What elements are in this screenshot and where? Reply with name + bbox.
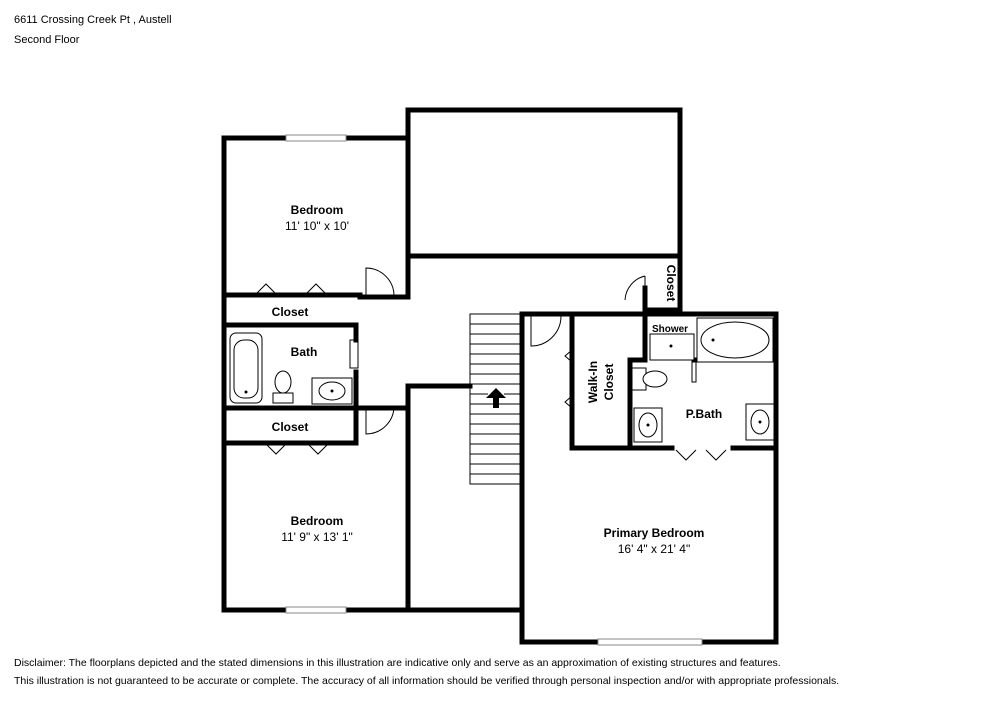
bedroom-bottom-label: Bedroom (291, 514, 344, 528)
bedroom-top-label: Bedroom (291, 203, 344, 217)
windows (285, 134, 703, 646)
closet-mid-label: Closet (272, 420, 309, 434)
doors (255, 267, 727, 461)
floor-plan: Bedroom 11' 10" x 10' Closet Bath Closet… (221, 107, 779, 646)
disclaimer-line-2: This illustration is not guaranteed to b… (14, 675, 840, 687)
walls (221, 107, 779, 645)
primary-bedroom-dimensions: 16' 4" x 21' 4" (618, 542, 690, 556)
disclaimer-line-1: Disclaimer: The floorplans depicted and … (14, 657, 781, 669)
property-address: 6611 Crossing Creek Pt , Austell (14, 14, 172, 26)
bedroom-bottom-dimensions: 11' 9" x 13' 1" (281, 530, 353, 544)
walk-in-closet-label-line2: Closet (602, 364, 616, 401)
primary-bath-label: P.Bath (686, 407, 722, 421)
staircase (469, 313, 523, 485)
bedroom-top-dimensions: 11' 10" x 10' (285, 219, 349, 233)
closet-right-label: Closet (664, 265, 678, 302)
bath-label: Bath (291, 345, 318, 359)
walk-in-closet-label-line1: Walk-In (586, 361, 600, 403)
shower-label: Shower (652, 324, 688, 335)
closet-top-label: Closet (272, 305, 309, 319)
bath-fixtures (229, 317, 775, 443)
primary-bedroom-label: Primary Bedroom (604, 526, 705, 540)
floor-label: Second Floor (14, 34, 80, 46)
stair-up-arrow-icon (486, 388, 506, 408)
